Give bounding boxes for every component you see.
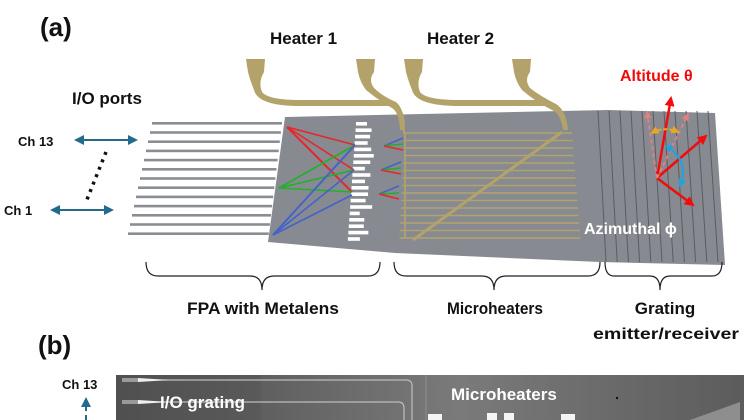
- output-ray-fans: [378, 137, 404, 200]
- heater-2-label: Heater 2: [427, 29, 494, 48]
- metalens-bar: [353, 160, 371, 164]
- sem-image-left-region: [116, 375, 261, 420]
- io-waveguide: [136, 195, 274, 199]
- heater-2-right-pad: [512, 59, 568, 130]
- altitude-arrow-up: [655, 96, 675, 179]
- metalens-bar: [356, 122, 367, 126]
- channel-1-label: Ch 1: [4, 203, 32, 218]
- sem-grating-region: [690, 402, 740, 420]
- io-waveguide: [146, 149, 279, 153]
- grating-line: [707, 110, 719, 263]
- io-ports-label: I/O ports: [72, 89, 142, 108]
- heater-diagonal-trace: [412, 130, 563, 242]
- panel-b-channel-13-label: Ch 13: [62, 377, 97, 392]
- io-waveguide-array: [128, 122, 282, 235]
- metalens-bars: [347, 122, 374, 241]
- grating-line: [652, 110, 663, 263]
- io-waveguide: [150, 131, 281, 134]
- io-waveguide: [132, 214, 271, 217]
- azimuth-arc: [664, 145, 687, 188]
- azimuthal-label: Azimuthal ϕ: [584, 221, 677, 238]
- metalens-bar: [354, 147, 372, 152]
- orange-altitude-arc: [650, 125, 680, 134]
- microheater-serpentine: [399, 130, 581, 242]
- grating-line: [685, 110, 697, 263]
- heater-1-label: Heater 1: [270, 29, 337, 48]
- sem-microheaters-label: Microheaters: [451, 385, 557, 404]
- metalens-bar: [350, 205, 373, 209]
- altitude-arrow-down: [656, 177, 695, 207]
- metalens-bar: [350, 198, 366, 203]
- channel-ellipsis-dots: [84, 151, 108, 203]
- io-waveguide: [138, 186, 275, 189]
- metalens-bar: [352, 166, 365, 171]
- grating-line: [641, 110, 652, 263]
- fpa-ray-lines: [272, 126, 404, 236]
- section-label-fpa: FPA with Metalens: [187, 299, 339, 318]
- heater-1-right-pad: [356, 59, 405, 130]
- heater-pads: [246, 59, 568, 130]
- metalens-bar: [355, 134, 371, 139]
- grating-line: [608, 110, 618, 263]
- metalens-bar: [347, 237, 360, 241]
- heater-traces: [389, 102, 565, 134]
- io-waveguide: [128, 232, 269, 235]
- metalens-bar: [351, 179, 365, 184]
- metalens-bar: [351, 192, 369, 196]
- io-waveguide: [142, 168, 277, 171]
- io-waveguide: [140, 177, 276, 180]
- sem-waveguides: [124, 375, 427, 420]
- grating-line: [597, 110, 607, 263]
- metalens-bar: [349, 211, 360, 216]
- metalens-bar: [349, 218, 365, 222]
- metalens-bar: [348, 224, 364, 228]
- altitude-label: Altitude θ: [620, 68, 693, 85]
- metalens-bar: [351, 186, 369, 190]
- section-braces: [145, 261, 723, 291]
- microheaters-brace: [393, 261, 601, 291]
- panel-a-label: (a): [40, 12, 72, 42]
- io-waveguide: [152, 122, 282, 125]
- metalens-bar: [354, 141, 368, 145]
- sem-io-gratings: [122, 378, 170, 404]
- grating-line: [619, 110, 629, 263]
- section-sublabel-emitter-receiver: emitter/receiver: [593, 326, 739, 343]
- panel-b-label: (b): [38, 330, 71, 360]
- grating-brace: [604, 261, 723, 291]
- metalens-bar: [355, 128, 372, 132]
- metalens-bar: [353, 154, 374, 158]
- heater-1-left-pad: [246, 59, 390, 106]
- sem-heater-pads: [428, 413, 575, 420]
- channel-13-label: Ch 13: [18, 134, 53, 149]
- io-waveguide: [148, 140, 280, 143]
- metalens-bar: [352, 173, 371, 177]
- section-label-grating: Grating: [635, 299, 695, 318]
- grating-line: [630, 110, 641, 263]
- io-waveguide: [130, 223, 270, 226]
- beam-steering-arrows: [644, 96, 708, 207]
- metalens-bar: [348, 230, 369, 235]
- io-waveguide: [144, 158, 278, 162]
- io-grating-label: I/O grating: [160, 393, 245, 412]
- sem-dust-speck: [615, 396, 619, 400]
- io-waveguide: [134, 204, 273, 208]
- heater-2-left-pad: [404, 59, 548, 106]
- section-label-microheaters: Microheaters: [447, 299, 543, 318]
- fpa-brace: [145, 261, 381, 291]
